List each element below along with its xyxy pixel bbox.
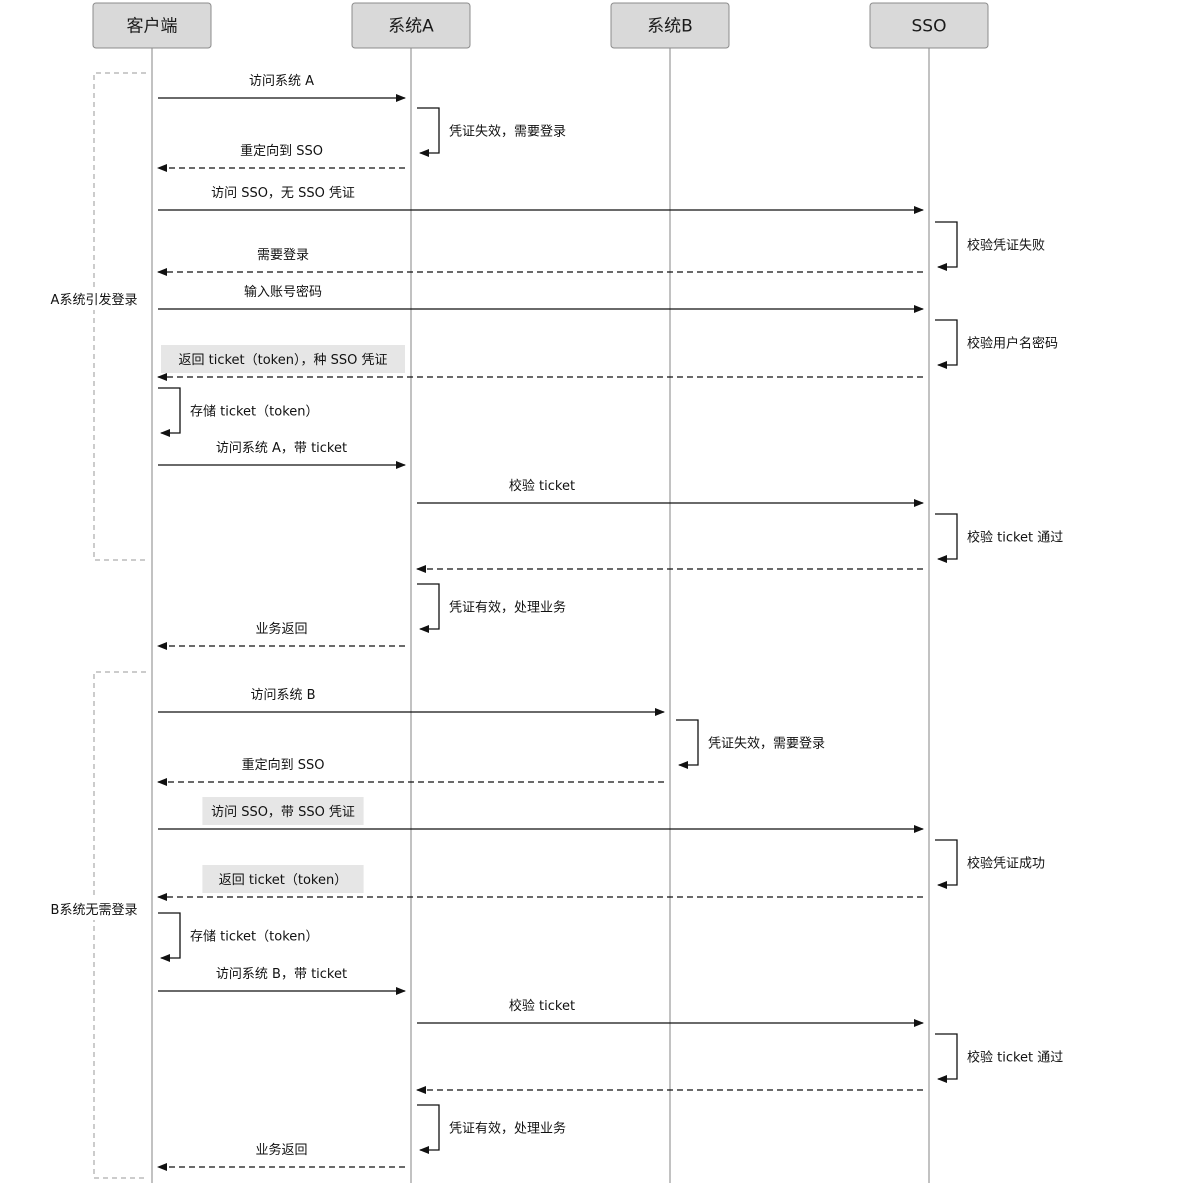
message-label: 校验凭证成功 — [967, 856, 1045, 872]
participant-box — [92, 2, 212, 49]
self-call-arrow — [935, 319, 958, 369]
group-border — [93, 671, 146, 1179]
message-label: 校验用户名密码 — [967, 336, 1058, 352]
message: 校验 ticket — [417, 478, 924, 507]
label-highlight — [161, 345, 405, 373]
participant-box — [610, 2, 730, 49]
group-border — [93, 72, 146, 561]
self-call-arrow — [417, 107, 440, 157]
label-highlight — [202, 865, 364, 893]
message: 校验 ticket — [417, 998, 924, 1027]
message-label: 返回 ticket（token），种 SSO 凭证 — [178, 353, 387, 368]
message: 校验凭证失败 — [935, 221, 1045, 271]
message: 校验 ticket 通过 — [935, 513, 1063, 563]
message-label: 凭证失效，需要登录 — [449, 125, 566, 140]
message: 凭证失效，需要登录 — [676, 719, 825, 769]
message-label: 校验 ticket — [509, 478, 575, 494]
message: 返回 ticket（token） — [157, 865, 923, 901]
participant-sysA: 系统A — [351, 2, 471, 49]
self-call-arrow — [935, 513, 958, 563]
message: 需要登录 — [157, 248, 923, 276]
participant-box — [869, 2, 989, 49]
message: 业务返回 — [157, 1142, 405, 1171]
message-label: 校验 ticket 通过 — [967, 1050, 1063, 1066]
message-label: 访问系统 A — [249, 74, 314, 89]
label-highlight — [202, 797, 364, 825]
self-call-arrow — [935, 1033, 958, 1083]
message-label: 访问系统 B，带 ticket — [216, 967, 347, 982]
message: 业务返回 — [157, 621, 405, 650]
self-call-arrow — [417, 1104, 440, 1154]
message: 存储 ticket（token） — [158, 912, 319, 962]
message-label: 重定向到 SSO — [240, 143, 323, 159]
participant-sso: SSO — [869, 2, 989, 49]
message-label: 访问系统 B — [250, 688, 315, 703]
group-frame: B系统无需登录 — [44, 671, 146, 1179]
message-label: 存储 ticket（token） — [190, 405, 319, 420]
message-label: 访问系统 A，带 ticket — [216, 441, 347, 456]
message-label: 访问 SSO，带 SSO 凭证 — [211, 805, 355, 820]
message: 访问系统 B — [158, 688, 665, 716]
self-call-arrow — [158, 912, 181, 962]
message: 访问 SSO，带 SSO 凭证 — [158, 797, 924, 833]
message-label: 访问 SSO，无 SSO 凭证 — [211, 186, 355, 201]
message-label: 校验凭证失败 — [967, 238, 1045, 254]
message-label: 校验 ticket — [509, 998, 575, 1014]
message: 访问系统 A — [158, 74, 406, 102]
participant-label: 客户端 — [127, 17, 178, 37]
participant-label: SSO — [912, 17, 947, 37]
message-label: 需要登录 — [257, 248, 309, 263]
message-label: 输入账号密码 — [244, 284, 322, 300]
message: 输入账号密码 — [158, 284, 924, 313]
message-label: 存储 ticket（token） — [190, 930, 319, 945]
message: 访问 SSO，无 SSO 凭证 — [158, 186, 924, 214]
self-call-arrow — [417, 583, 440, 633]
message: 返回 ticket（token），种 SSO 凭证 — [157, 345, 923, 381]
message: 凭证有效，处理业务 — [417, 583, 566, 633]
group-label-bg — [44, 288, 144, 310]
message-label: 凭证有效，处理业务 — [449, 600, 566, 616]
message: 访问系统 A，带 ticket — [158, 441, 406, 469]
message: 校验凭证成功 — [935, 839, 1045, 889]
message-label: 业务返回 — [255, 621, 307, 637]
self-call-arrow — [935, 221, 958, 271]
message-label: 返回 ticket（token） — [219, 873, 348, 888]
participant-sysB: 系统B — [610, 2, 730, 49]
message: 重定向到 SSO — [157, 143, 405, 172]
message-label: 凭证失效，需要登录 — [708, 737, 825, 752]
message: 存储 ticket（token） — [158, 387, 319, 437]
self-call-arrow — [935, 839, 958, 889]
group-label-bg — [44, 898, 144, 920]
self-call-arrow — [676, 719, 699, 769]
message: 访问系统 B，带 ticket — [158, 967, 406, 995]
group-frame: A系统引发登录 — [44, 72, 146, 561]
participant-box — [351, 2, 471, 49]
participant-label: 系统B — [647, 17, 693, 37]
message: 凭证失效，需要登录 — [417, 107, 566, 157]
message-label: 凭证有效，处理业务 — [449, 1121, 566, 1137]
participant-client: 客户端 — [92, 2, 212, 49]
message-label: 校验 ticket 通过 — [967, 530, 1063, 546]
group-label: B系统无需登录 — [51, 903, 138, 918]
message-label: 重定向到 SSO — [242, 757, 325, 773]
message: 凭证有效，处理业务 — [417, 1104, 566, 1154]
self-call-arrow — [158, 387, 181, 437]
message: 校验用户名密码 — [935, 319, 1058, 369]
message-label: 业务返回 — [255, 1142, 307, 1158]
message: 重定向到 SSO — [157, 757, 664, 786]
message: 校验 ticket 通过 — [935, 1033, 1063, 1083]
participant-label: 系统A — [388, 17, 434, 37]
group-label: A系统引发登录 — [51, 292, 138, 308]
